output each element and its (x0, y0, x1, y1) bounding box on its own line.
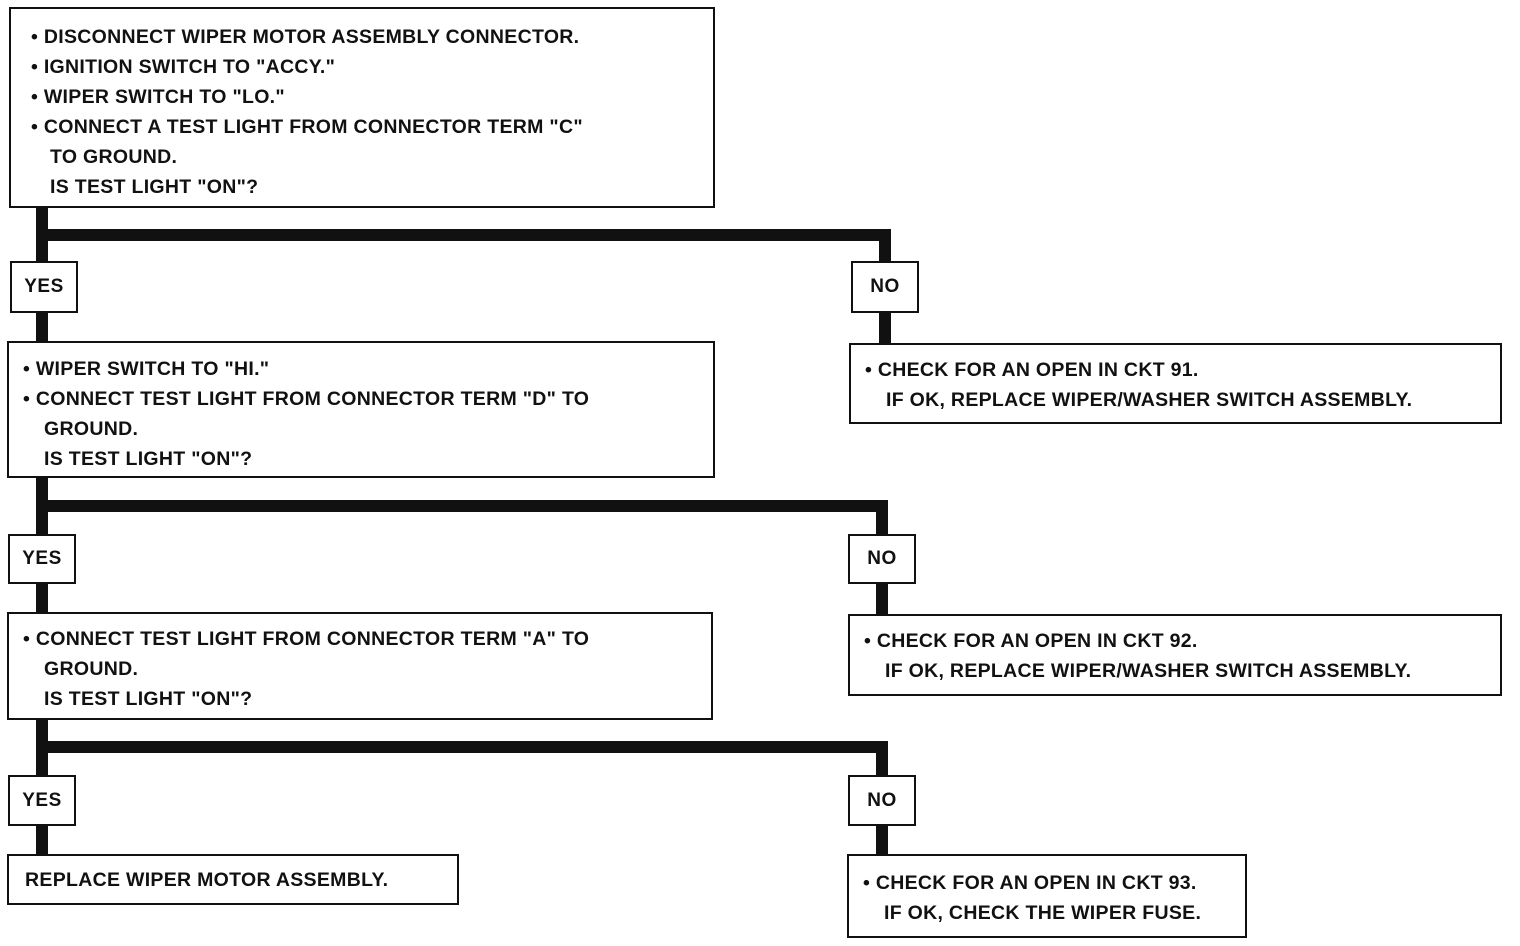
step1-line-2: • IGNITION SWITCH TO "ACCY." (31, 56, 336, 78)
connector-no-drop-1 (879, 229, 891, 262)
step3-test-box: • CONNECT TEST LIGHT FROM CONNECTOR TERM… (7, 612, 713, 720)
connector-horizontal-3 (36, 741, 888, 753)
no3-line-2: IF OK, CHECK THE WIPER FUSE. (884, 902, 1202, 924)
no1-action-box: • CHECK FOR AN OPEN IN CKT 91. IF OK, RE… (849, 343, 1502, 424)
step3-line-2: GROUND. (44, 658, 139, 680)
step1-line-4: • CONNECT A TEST LIGHT FROM CONNECTOR TE… (31, 116, 583, 138)
yes-label-2: YES (8, 534, 76, 584)
no1-line-2: IF OK, REPLACE WIPER/WASHER SWITCH ASSEM… (886, 389, 1413, 411)
yes3-text: REPLACE WIPER MOTOR ASSEMBLY. (25, 869, 389, 891)
step2-line-1: • WIPER SWITCH TO "HI." (23, 358, 270, 380)
step3-line-1: • CONNECT TEST LIGHT FROM CONNECTOR TERM… (23, 628, 590, 650)
step1-line-1: • DISCONNECT WIPER MOTOR ASSEMBLY CONNEC… (31, 26, 580, 48)
step1-test-box: • DISCONNECT WIPER MOTOR ASSEMBLY CONNEC… (9, 7, 715, 208)
connector-no-down-1 (879, 312, 891, 344)
no-label-3: NO (848, 775, 916, 826)
connector-yes-down-2 (36, 582, 48, 613)
step3-line-3: IS TEST LIGHT "ON"? (44, 688, 253, 710)
step1-line-6: IS TEST LIGHT "ON"? (50, 176, 259, 198)
connector-no-drop-2 (876, 500, 888, 536)
no2-action-box: • CHECK FOR AN OPEN IN CKT 92. IF OK, RE… (848, 614, 1502, 696)
step2-line-2: • CONNECT TEST LIGHT FROM CONNECTOR TERM… (23, 388, 590, 410)
yes-label-1: YES (10, 261, 78, 313)
step2-line-4: IS TEST LIGHT "ON"? (44, 448, 253, 470)
no-label-1: NO (851, 261, 919, 313)
step1-line-3: • WIPER SWITCH TO "LO." (31, 86, 285, 108)
step1-line-5: TO GROUND. (50, 146, 178, 168)
connector-yes-down-3 (36, 824, 48, 855)
connector-horizontal-1 (36, 229, 891, 241)
yes-label-3: YES (8, 775, 76, 826)
connector-no-down-2 (876, 582, 888, 615)
no3-line-1: • CHECK FOR AN OPEN IN CKT 93. (863, 872, 1197, 894)
connector-no-down-3 (876, 824, 888, 856)
no2-line-2: IF OK, REPLACE WIPER/WASHER SWITCH ASSEM… (885, 660, 1412, 682)
no2-line-1: • CHECK FOR AN OPEN IN CKT 92. (864, 630, 1198, 652)
connector-yes-down-1 (36, 312, 48, 342)
no3-action-box: • CHECK FOR AN OPEN IN CKT 93. IF OK, CH… (847, 854, 1247, 938)
yes3-action-box: REPLACE WIPER MOTOR ASSEMBLY. (7, 854, 459, 905)
connector-horizontal-2 (36, 500, 888, 512)
step2-line-3: GROUND. (44, 418, 139, 440)
step2-test-box: • WIPER SWITCH TO "HI." • CONNECT TEST L… (7, 341, 715, 478)
connector-no-drop-3 (876, 741, 888, 776)
no1-line-1: • CHECK FOR AN OPEN IN CKT 91. (865, 359, 1199, 381)
no-label-2: NO (848, 534, 916, 584)
